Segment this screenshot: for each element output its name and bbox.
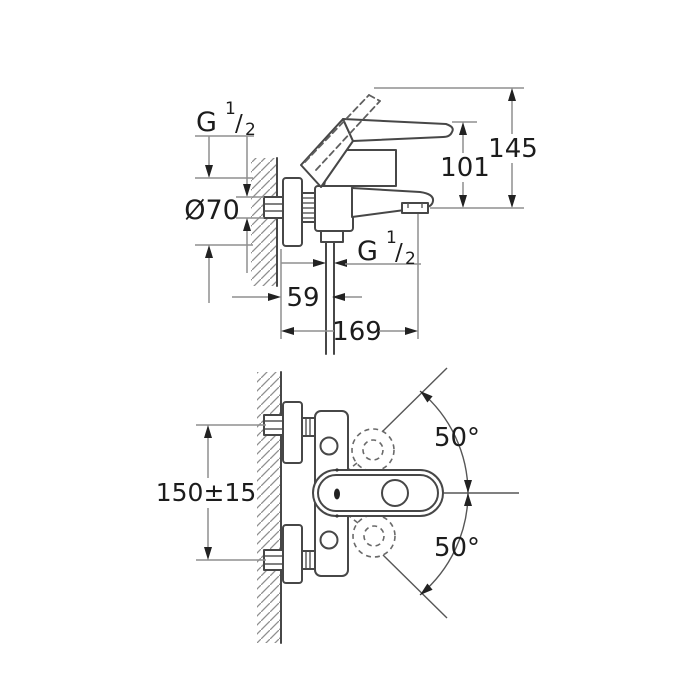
dim-height-101: 101: [440, 121, 490, 208]
side-view: G 1 / 2 Ø70 101: [184, 87, 538, 355]
top-connection: [263, 401, 316, 464]
label-169: 169: [332, 317, 382, 347]
indicator-dot: [334, 488, 340, 500]
escutcheon: [282, 177, 303, 247]
lever-handle-raised-dashed: [304, 94, 381, 171]
valve-body: [314, 185, 354, 232]
label-swivel-down: 50°: [434, 533, 480, 563]
wall-hatch-plan: [257, 372, 281, 643]
lever-blade: [342, 118, 454, 142]
dim-escutcheon-diameter: Ø70: [184, 136, 253, 303]
label-swivel-up: 50°: [434, 423, 480, 453]
svg-text:2: 2: [405, 249, 416, 269]
angle-dim-bottom: 50°: [382, 492, 480, 619]
hex-union-bottom: [263, 549, 284, 571]
swivel-axis-bottom: [382, 554, 448, 619]
dim-outlet-thread: G 1 / 2: [281, 228, 421, 269]
dim-wall-to-outlet-59: 59: [232, 249, 362, 339]
wall-hatch: [251, 158, 277, 286]
handle-plan: [312, 468, 444, 518]
label-height-145: 145: [488, 134, 538, 164]
outlet-thread-label: G: [357, 236, 378, 267]
inlet-thread-label: G: [196, 107, 217, 138]
angle-arc-bottom: [419, 492, 469, 596]
body-port-top: [319, 436, 339, 456]
label-escutcheon-diameter: Ø70: [184, 195, 240, 226]
wall-section: [251, 157, 278, 287]
hex-union-top: [263, 414, 284, 436]
dim-wall-to-spout-169: 169: [281, 214, 419, 347]
angle-dim-top: 50°: [382, 367, 480, 494]
lever-handle: [300, 118, 454, 188]
connector-bottom: [301, 550, 316, 570]
body-port-bottom: [319, 530, 339, 550]
aerator: [401, 202, 429, 214]
svg-text:1: 1: [386, 228, 397, 248]
label-height-101: 101: [440, 153, 490, 183]
svg-text:/: /: [235, 111, 243, 137]
grip-circle: [381, 479, 409, 507]
svg-text:/: /: [395, 240, 403, 266]
swivel-axis-top: [382, 367, 448, 432]
label-59: 59: [286, 283, 319, 313]
escutcheon-top: [282, 401, 303, 464]
handle-inner-contour: [317, 474, 439, 512]
hex-union-nut: [263, 196, 284, 219]
svg-text:1: 1: [225, 99, 236, 119]
connector-top: [301, 417, 316, 437]
dim-inlet-thread: G 1 / 2: [195, 99, 264, 273]
handle-outline: [312, 469, 444, 517]
angle-arc-top: [419, 390, 469, 494]
bottom-connection: [263, 524, 316, 584]
dim-height-145: 145: [374, 87, 538, 209]
wall-section-plan: [257, 371, 282, 644]
dim-pin-distance-150: 150±15: [156, 424, 266, 561]
escutcheon-bottom: [282, 524, 303, 584]
plan-view: 50° 50° 150±15: [156, 367, 519, 644]
label-pin-distance: 150±15: [156, 478, 256, 507]
svg-text:2: 2: [245, 120, 256, 140]
